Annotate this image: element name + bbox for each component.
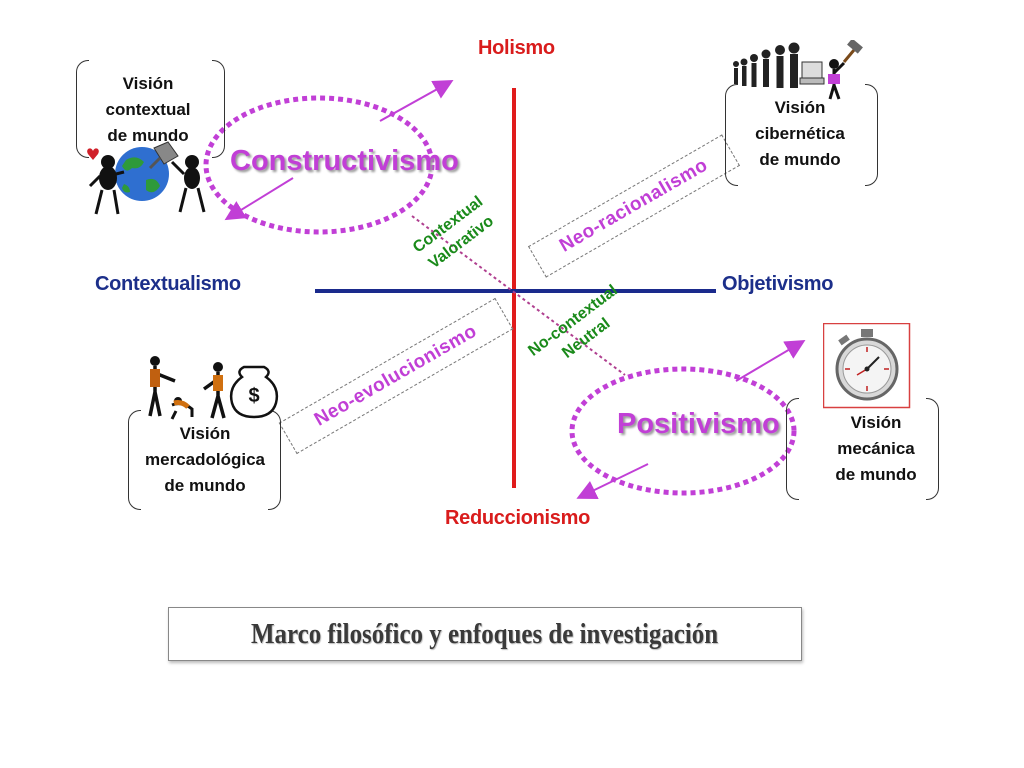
axis-label-left: Contextualismo — [95, 273, 241, 295]
arrow-down-left-1 — [224, 177, 294, 221]
axis-label-right: Objetivismo — [722, 273, 834, 295]
paradigm-constructivismo: Constructivismo — [230, 145, 459, 177]
vision-line: de mundo — [759, 150, 841, 169]
diagonal-dotted-line — [411, 215, 626, 376]
vision-line: contextual — [105, 100, 191, 119]
stopwatch-icon — [823, 323, 911, 409]
vision-contextual: Visión contextual de mundo — [80, 71, 216, 149]
earth-people-icon — [87, 141, 206, 215]
arrow-up-right-2 — [735, 339, 806, 382]
vision-mecanica: Visión mecánica de mundo — [800, 410, 952, 488]
arrow-up-right-1 — [379, 80, 454, 122]
vision-line: cibernética — [755, 124, 845, 143]
constructivismo-ellipse — [203, 95, 435, 235]
vision-line: de mundo — [107, 126, 189, 145]
vision-line: Visión — [122, 74, 174, 93]
bracket-left — [786, 398, 799, 500]
vision-line: Visión — [850, 413, 902, 432]
hammer-people-computer-icon — [733, 40, 863, 100]
axis-label-bottom: Reduccionismo — [445, 507, 591, 529]
arrow-down-left-2 — [576, 463, 649, 500]
positivismo-ellipse — [569, 366, 797, 496]
svg-text:$: $ — [248, 385, 259, 407]
vision-mercadologica: Visión mercadológica de mundo — [130, 421, 280, 499]
vision-cibernetica: Visión cibernética de mundo — [730, 95, 870, 173]
money-bag-people-icon: $ — [148, 356, 279, 420]
vision-line: de mundo — [835, 465, 917, 484]
vision-line: Visión — [774, 98, 826, 117]
axis-label-top: Holismo — [478, 37, 555, 59]
page-title: Marco filosófico y enfoques de investiga… — [251, 617, 719, 650]
vision-line: mecánica — [837, 439, 915, 458]
vision-line: mercadológica — [145, 450, 265, 469]
title-box: Marco filosófico y enfoques de investiga… — [168, 607, 802, 661]
vision-line: Visión — [179, 424, 231, 443]
vision-line: de mundo — [164, 476, 246, 495]
paradigm-positivismo: Positivismo — [617, 408, 780, 440]
